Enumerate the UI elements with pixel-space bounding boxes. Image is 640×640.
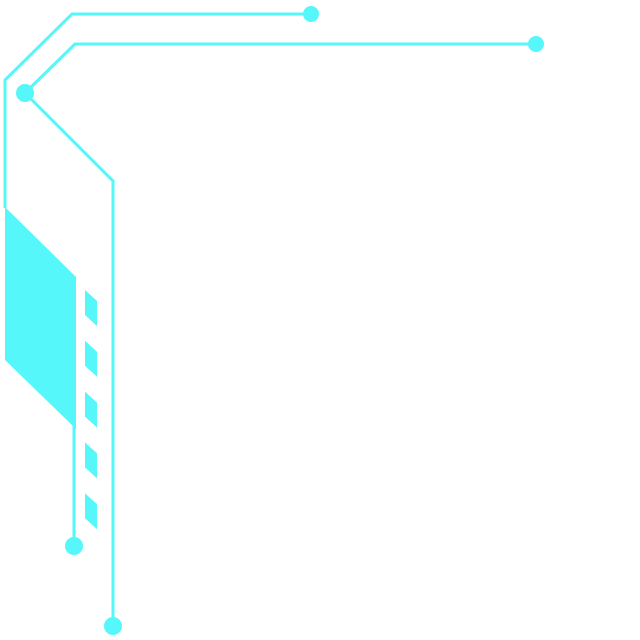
stripe-mark xyxy=(85,493,97,530)
stripe-mark xyxy=(85,340,97,377)
inner-circuit-line xyxy=(23,42,536,95)
node-dot-top xyxy=(303,6,319,22)
node-dot-bottom xyxy=(104,617,122,635)
stripe-mark xyxy=(85,391,97,428)
node-dot-corner xyxy=(16,84,34,102)
outer-circuit-line xyxy=(3,12,311,208)
main-panel-shape xyxy=(5,207,76,429)
stripe-mark xyxy=(85,442,97,479)
vertical-circuit-line xyxy=(23,91,115,626)
node-dot-mid-bottom xyxy=(65,537,83,555)
node-dot-right xyxy=(528,36,544,52)
stripe-mark xyxy=(85,290,97,326)
